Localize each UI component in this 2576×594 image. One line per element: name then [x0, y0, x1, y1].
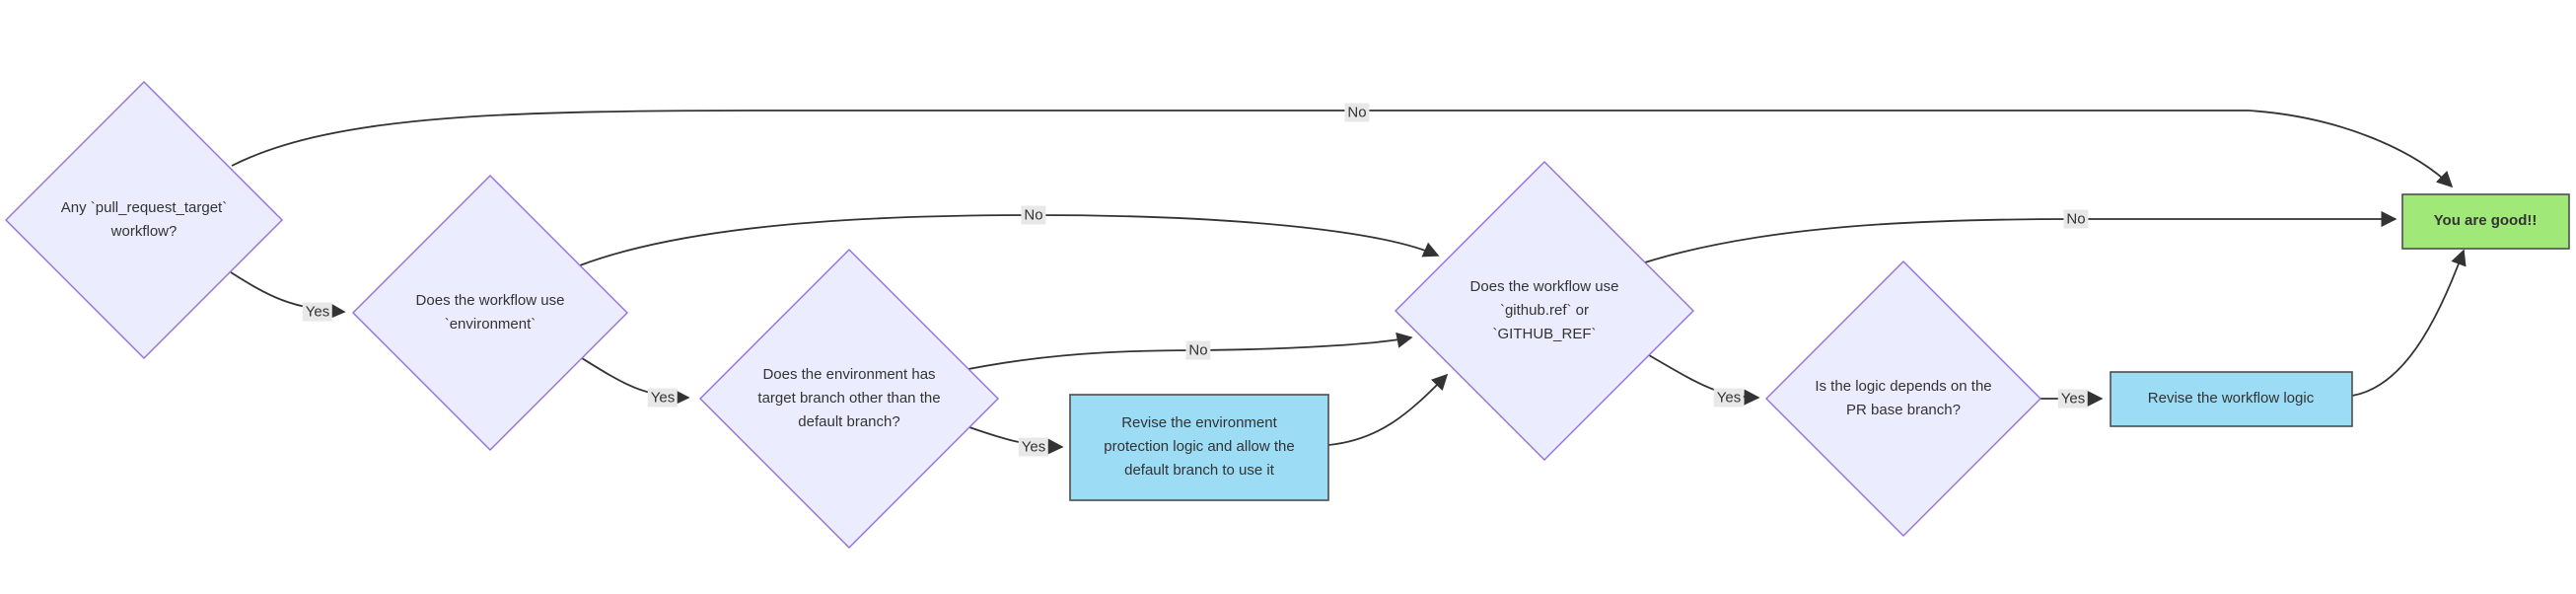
node-env-branch-shape	[699, 249, 999, 549]
edge-envbranch-no-to-ref	[967, 332, 1413, 370]
node-pr-base-shape	[1765, 260, 2041, 537]
node-revise-env-shape	[1069, 394, 1329, 501]
node-revise-logic-shape	[2110, 371, 2353, 427]
edge-reviseenv-to-ref	[1327, 373, 1449, 446]
edge-ref-yes-to-prbase	[1648, 354, 1760, 406]
node-start-shape	[5, 81, 283, 359]
edge-env-no-to-ref	[579, 214, 1440, 266]
node-ref-shape	[1395, 161, 1694, 461]
edge-envbranch-yes-to-reviseenv	[968, 426, 1064, 455]
decision-node-group	[5, 81, 2041, 549]
result-node-group	[2401, 193, 2570, 250]
edge-start-no-to-good	[231, 110, 2454, 188]
action-node-group	[1069, 371, 2353, 501]
edge-start-yes-to-env	[230, 271, 346, 320]
node-env-shape	[352, 175, 628, 451]
node-good-shape	[2401, 193, 2570, 250]
edge-ref-no-to-good	[1644, 210, 2397, 263]
edge-reviselogic-to-good	[2351, 249, 2467, 397]
edge-env-yes-to-envbranch	[581, 357, 690, 406]
